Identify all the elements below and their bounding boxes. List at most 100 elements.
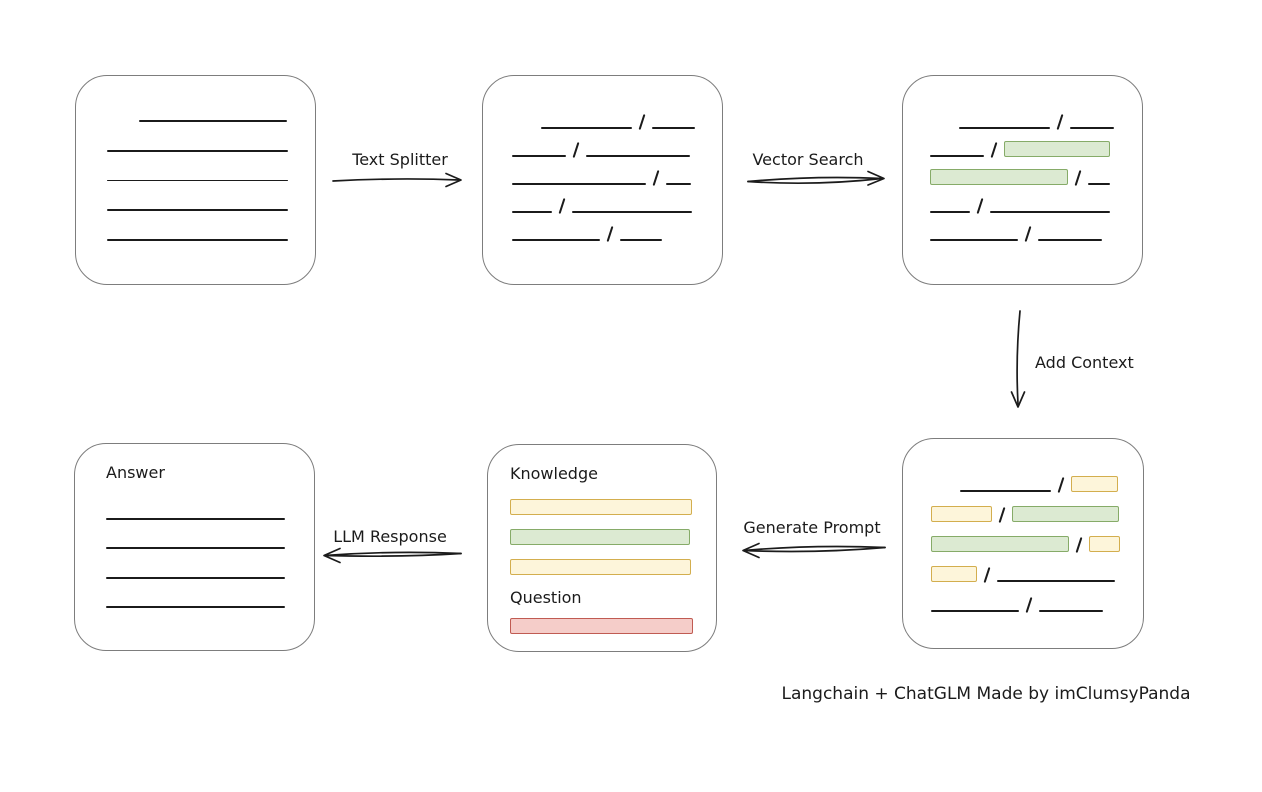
text-line: [139, 120, 287, 122]
text-line: [1039, 610, 1103, 612]
text-splitter-label: Text Splitter: [352, 150, 448, 169]
chunk-separator: [572, 142, 580, 158]
yellow-highlight-bar: [510, 499, 692, 515]
text-line: [586, 155, 690, 157]
text-line: [1070, 127, 1114, 129]
question-bar: [510, 609, 716, 634]
segment-row: [107, 181, 315, 212]
text-line: [997, 580, 1115, 582]
segment-row: [510, 485, 716, 515]
text-line: [512, 211, 552, 213]
segment-row: [930, 213, 1142, 242]
chunk-separator: [976, 198, 984, 214]
segment-row: [931, 462, 1143, 493]
chunk-separator: [652, 170, 660, 186]
chunk-separator: [638, 114, 646, 130]
segment-row: [106, 520, 314, 549]
chunk-separator: [1025, 597, 1033, 613]
text-line: [652, 127, 695, 129]
text-line: [1088, 183, 1110, 185]
text-line: [1038, 239, 1102, 241]
text-line: [107, 239, 288, 241]
chunk-separator: [558, 198, 566, 214]
segment-row: [931, 522, 1143, 553]
text-line: [930, 239, 1018, 241]
text-line: [666, 183, 691, 185]
segment-row: [106, 549, 314, 579]
search-result-lines: [930, 101, 1142, 242]
context-chunks-box: [902, 438, 1144, 649]
chunk-separator: [990, 142, 998, 158]
chunk-lines: [512, 101, 722, 242]
text-line: [106, 606, 285, 608]
vector-search-arrow: [747, 170, 885, 186]
credit-caption: Langchain + ChatGLM Made by imClumsyPand…: [781, 684, 1191, 704]
yellow-highlight-bar: [1089, 536, 1120, 552]
knowledge-bars: [510, 485, 716, 575]
red-highlight-bar: [510, 618, 693, 634]
add-context-label: Add Context: [1035, 353, 1134, 372]
segment-row: [512, 101, 722, 130]
segment-row: [512, 185, 722, 214]
text-line: [930, 211, 970, 213]
text-line: [512, 239, 600, 241]
segment-row: [107, 152, 315, 182]
text-line: [930, 155, 984, 157]
segment-row: [930, 157, 1142, 186]
text-line: [990, 211, 1110, 213]
green-highlight-bar: [510, 529, 690, 545]
text-line: [620, 239, 662, 241]
yellow-highlight-bar: [1071, 476, 1118, 492]
chunk-separator: [1075, 537, 1083, 553]
generate-prompt-arrow: [742, 542, 886, 559]
segment-row: [931, 582, 1143, 613]
segment-row: [930, 129, 1142, 158]
segment-row: [107, 211, 315, 241]
segment-row: [510, 515, 716, 545]
chunk-separator: [1024, 226, 1032, 242]
text-line: [959, 127, 1050, 129]
segment-row: [107, 122, 315, 152]
text-line: [541, 127, 632, 129]
text-line: [107, 209, 288, 212]
green-highlight-bar: [1004, 141, 1110, 157]
segment-row: [930, 185, 1142, 214]
segment-row: [512, 157, 722, 186]
text-line: [960, 490, 1051, 492]
generate-prompt-label: Generate Prompt: [743, 518, 881, 537]
segment-row: [107, 92, 315, 122]
text-splitter-arrow: [332, 172, 462, 188]
question-label: Question: [510, 588, 582, 607]
add-context-arrow: [1010, 310, 1026, 408]
prompt-box: Knowledge Question: [487, 444, 717, 652]
segment-row: [930, 101, 1142, 130]
text-line: [931, 610, 1019, 612]
text-line: [107, 149, 288, 152]
text-line: [512, 155, 566, 157]
llm-response-label: LLM Response: [333, 527, 447, 546]
document-lines: [107, 92, 315, 241]
green-highlight-bar: [931, 536, 1069, 552]
knowledge-label: Knowledge: [510, 464, 598, 483]
chunk-separator: [1056, 114, 1064, 130]
segment-row: [512, 213, 722, 242]
green-highlight-bar: [1012, 506, 1119, 522]
chunk-separator: [606, 226, 614, 242]
chunk-separator: [983, 567, 991, 583]
answer-lines: [106, 490, 314, 608]
answer-label: Answer: [106, 463, 165, 482]
segment-row: [510, 609, 716, 634]
chunk-separator: [998, 507, 1006, 523]
yellow-highlight-bar: [931, 506, 992, 522]
segment-row: [510, 545, 716, 575]
yellow-highlight-bar: [510, 559, 691, 575]
text-line: [107, 179, 288, 182]
text-line: [106, 547, 285, 549]
source-document-box: [75, 75, 316, 285]
segment-row: [931, 552, 1143, 583]
green-highlight-bar: [930, 169, 1068, 185]
split-chunks-box: [482, 75, 723, 285]
segment-row: [931, 492, 1143, 523]
chunk-separator: [1057, 477, 1065, 493]
